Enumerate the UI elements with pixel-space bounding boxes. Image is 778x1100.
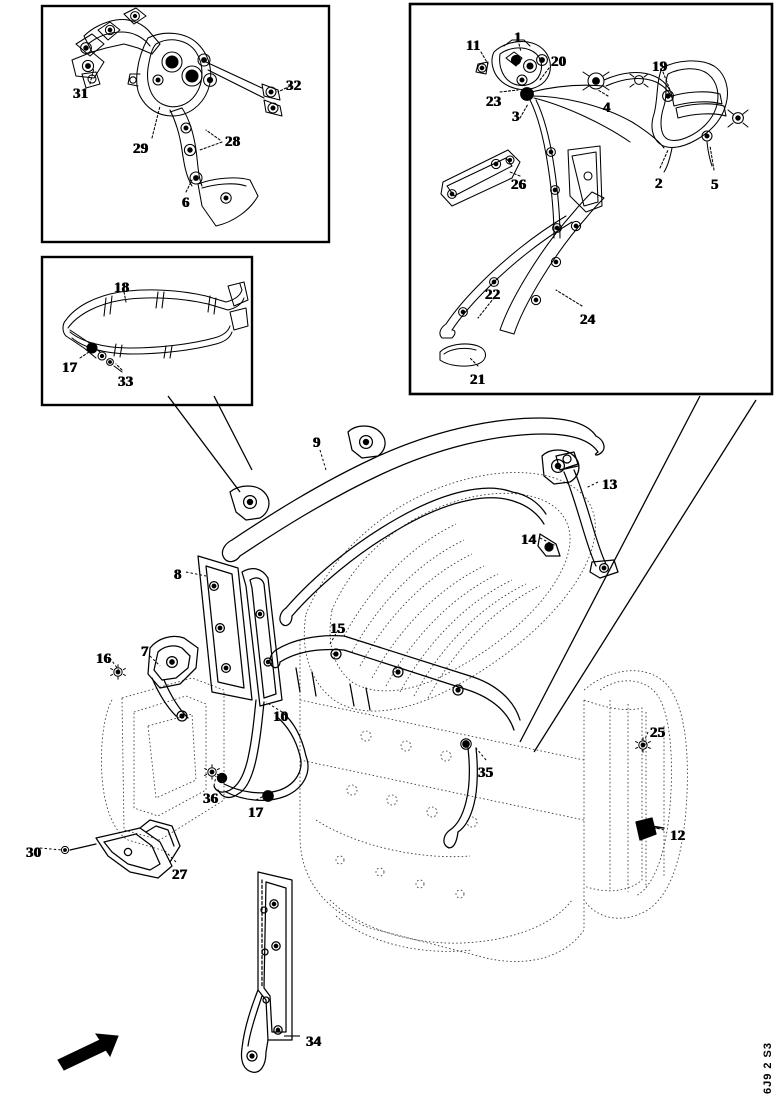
callout-25: 25 [650, 725, 666, 741]
callout-7: 7 [141, 644, 149, 660]
callout-12: 12 [670, 828, 686, 844]
callout-26: 26 [511, 177, 527, 193]
callout-20: 20 [551, 54, 567, 70]
callout-14: 14 [521, 532, 537, 548]
callout-17: 17 [248, 805, 264, 821]
callout-27: 27 [172, 867, 188, 883]
callout-10: 10 [273, 709, 289, 725]
callout-2: 2 [655, 176, 663, 192]
callout-16: 16 [96, 651, 112, 667]
callout-33: 33 [118, 374, 134, 390]
callout-21: 21 [470, 372, 486, 388]
callout-5: 5 [711, 177, 719, 193]
callout-23: 23 [486, 94, 502, 110]
callout-1: 1 [514, 30, 522, 46]
callout-24: 24 [580, 312, 596, 328]
callout-9: 9 [313, 435, 321, 451]
callout-11: 11 [466, 38, 481, 54]
callout-18-inset: 18 [114, 280, 130, 296]
callout-29: 29 [133, 141, 149, 157]
callout-15: 15 [330, 621, 346, 637]
callout-36: 36 [203, 791, 219, 807]
callout-32: 32 [286, 78, 302, 94]
callout-30: 30 [26, 845, 42, 861]
callout-13: 13 [602, 477, 618, 493]
drawing-reference-code: 6J9 2 S3 [762, 1041, 774, 1094]
callout-34: 34 [306, 1034, 322, 1050]
front-direction-arrow-shape [57, 1033, 119, 1071]
callout-28: 28 [225, 134, 241, 150]
callout-4: 4 [603, 100, 611, 116]
callout-19: 19 [652, 59, 668, 75]
callout-35: 35 [478, 765, 494, 781]
callout-6: 6 [182, 195, 190, 211]
callout-31: 31 [73, 86, 89, 102]
callout-17-inset: 17 [62, 360, 78, 376]
callout-8: 8 [174, 567, 182, 583]
callout-3: 3 [512, 109, 520, 125]
callout-22: 22 [485, 287, 501, 303]
